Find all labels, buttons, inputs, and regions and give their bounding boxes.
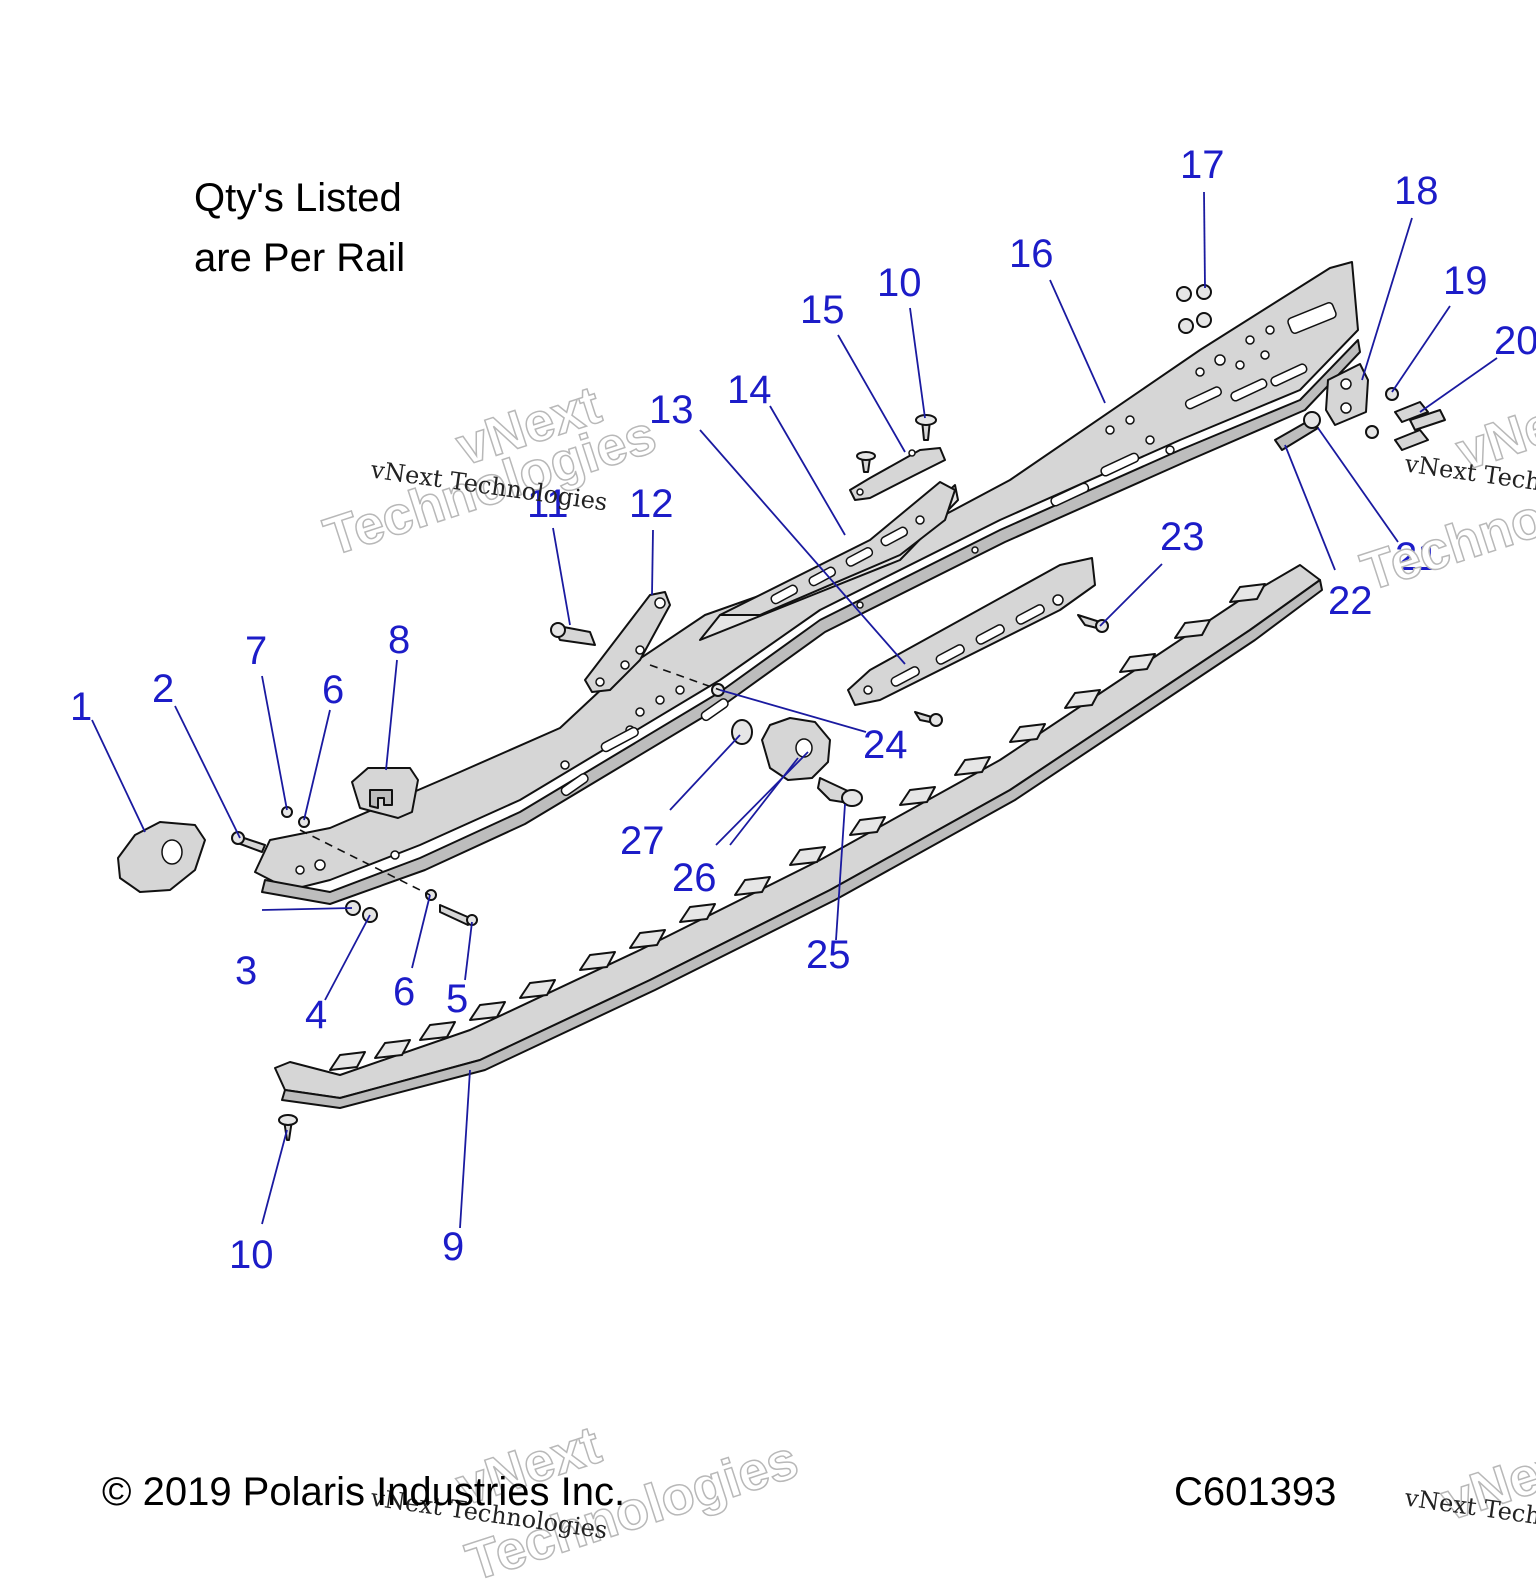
callout-23: 23 [1160, 515, 1205, 559]
upper-strip-plate [719, 481, 956, 616]
callout-7: 7 [245, 629, 267, 673]
callout-labels: 1 2 3 4 5 6 6 7 8 9 10 10 11 12 13 14 15… [70, 143, 1536, 1277]
callout-6b: 6 [322, 668, 344, 712]
exploded-rail-diagram: 1 2 3 4 5 6 6 7 8 9 10 10 11 12 13 14 15… [70, 143, 1536, 1277]
lower-strip-plate [847, 557, 1096, 706]
callout-16: 16 [1009, 232, 1054, 276]
stop-block [351, 767, 419, 819]
callout-24: 24 [863, 723, 908, 767]
bracket-part-15 [849, 447, 946, 501]
front-bumper-cap [117, 821, 206, 893]
callout-17: 17 [1180, 143, 1225, 187]
rail-holes [295, 325, 1275, 875]
callout-3: 3 [235, 949, 257, 993]
callout-10a: 10 [229, 1233, 274, 1277]
callout-11: 11 [527, 482, 569, 526]
bushing [817, 777, 863, 807]
callout-26: 26 [672, 856, 717, 900]
callout-25: 25 [806, 933, 851, 977]
quantity-note: Qty's Listed are Per Rail [194, 168, 405, 288]
slide-teeth [329, 583, 1266, 1071]
idler-hub [731, 717, 831, 781]
callout-22: 22 [1328, 579, 1373, 623]
callout-15: 15 [800, 288, 845, 332]
callout-19: 19 [1443, 259, 1488, 303]
callout-8: 8 [388, 618, 410, 662]
callout-18: 18 [1394, 169, 1439, 213]
rail-slots [560, 363, 1308, 797]
assembly-lines [299, 664, 721, 896]
callout-9: 9 [442, 1225, 464, 1269]
rear-bracket [1325, 363, 1369, 426]
callout-27: 27 [620, 819, 665, 863]
callout-1: 1 [70, 685, 92, 729]
callout-12: 12 [629, 482, 674, 526]
quantity-note-line-1: Qty's Listed [194, 176, 402, 220]
copyright-notice: © 2019 Polaris Industries Inc. [102, 1470, 626, 1514]
quantity-note-line-2: are Per Rail [194, 236, 406, 280]
callout-21: 21 [1395, 535, 1440, 579]
callout-13: 13 [649, 388, 694, 432]
callout-5: 5 [446, 977, 468, 1021]
slide-wear-strip [274, 564, 1323, 1109]
figure-id: C601393 [1174, 1470, 1337, 1514]
callout-14: 14 [727, 368, 772, 412]
callout-4: 4 [305, 993, 327, 1037]
callout-2: 2 [152, 667, 174, 711]
fasteners [231, 284, 1446, 1141]
callout-20: 20 [1494, 319, 1536, 363]
callout-10b: 10 [877, 261, 922, 305]
leader-lines [91, 191, 1498, 1229]
callout-6a: 6 [393, 970, 415, 1014]
